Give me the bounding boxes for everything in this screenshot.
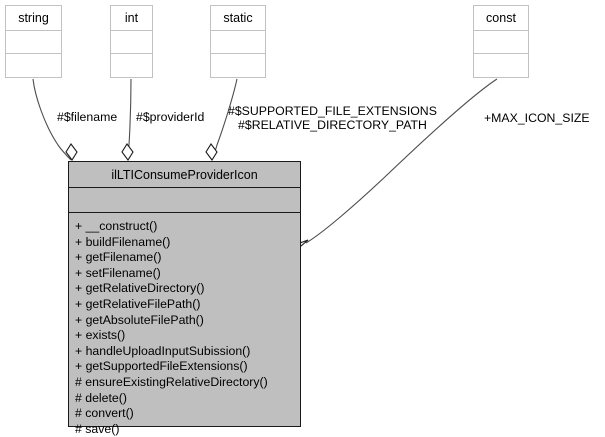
type-node-const-attributes xyxy=(474,31,528,54)
type-node-int-operations xyxy=(111,54,152,77)
class-operation: + getAbsoluteFilePath() xyxy=(75,312,204,327)
aggregation-diamond-providerid xyxy=(121,143,134,161)
class-operation: + setFilename() xyxy=(75,265,161,280)
class-operation: + exists() xyxy=(75,328,126,343)
class-operation: + handleUploadInputSubission() xyxy=(75,343,251,358)
type-node-const-operations xyxy=(474,54,528,77)
class-operation: # delete() xyxy=(75,390,127,405)
class-operation: + buildFilename() xyxy=(75,234,171,249)
type-node-static-operations xyxy=(211,54,265,77)
type-node-static[interactable]: static xyxy=(210,5,266,78)
aggregation-diamond-filename xyxy=(65,143,78,161)
class-operation: + getRelativeFilePath() xyxy=(75,296,201,311)
edge-label-max-icon-size: +MAX_ICON_SIZE xyxy=(484,111,590,125)
class-operation: + getRelativeDirectory() xyxy=(75,281,205,296)
type-node-int-attributes xyxy=(111,31,152,54)
class-operation: + getFilename() xyxy=(75,250,162,265)
class-node-iltticonsumeprovidericon[interactable]: ilLTIConsumeProviderIcon + __construct()… xyxy=(68,161,301,436)
type-node-int-title: int xyxy=(111,6,152,31)
class-node-attributes-compartment xyxy=(69,188,300,213)
edge-label-static-members: #$SUPPORTED_FILE_EXTENSIONS #$RELATIVE_D… xyxy=(228,104,437,132)
edge-label-filename: #$filename xyxy=(57,110,118,124)
type-node-string-title: string xyxy=(6,6,61,31)
type-node-string-attributes xyxy=(6,31,61,54)
type-node-const[interactable]: const xyxy=(473,5,529,78)
type-node-string[interactable]: string xyxy=(5,5,62,78)
class-node-operations-compartment: + __construct()+ buildFilename()+ getFil… xyxy=(69,213,300,437)
type-node-string-operations xyxy=(6,54,61,77)
type-node-static-title: static xyxy=(211,6,265,31)
class-operation: # save() xyxy=(75,421,120,436)
class-node-title: ilLTIConsumeProviderIcon xyxy=(69,162,300,188)
edge-label-providerid: #$providerId xyxy=(136,110,205,124)
class-operation: # convert() xyxy=(75,406,134,421)
class-operation: + __construct() xyxy=(75,219,158,233)
type-node-const-title: const xyxy=(474,6,528,31)
type-node-int[interactable]: int xyxy=(110,5,153,78)
edge-int-providerid xyxy=(127,78,132,161)
class-operation: + getSupportedFileExtensions() xyxy=(75,359,248,374)
class-operation: # ensureExistingRelativeDirectory() xyxy=(75,374,268,389)
aggregation-diamond-static xyxy=(205,143,218,161)
type-node-static-attributes xyxy=(211,31,265,54)
